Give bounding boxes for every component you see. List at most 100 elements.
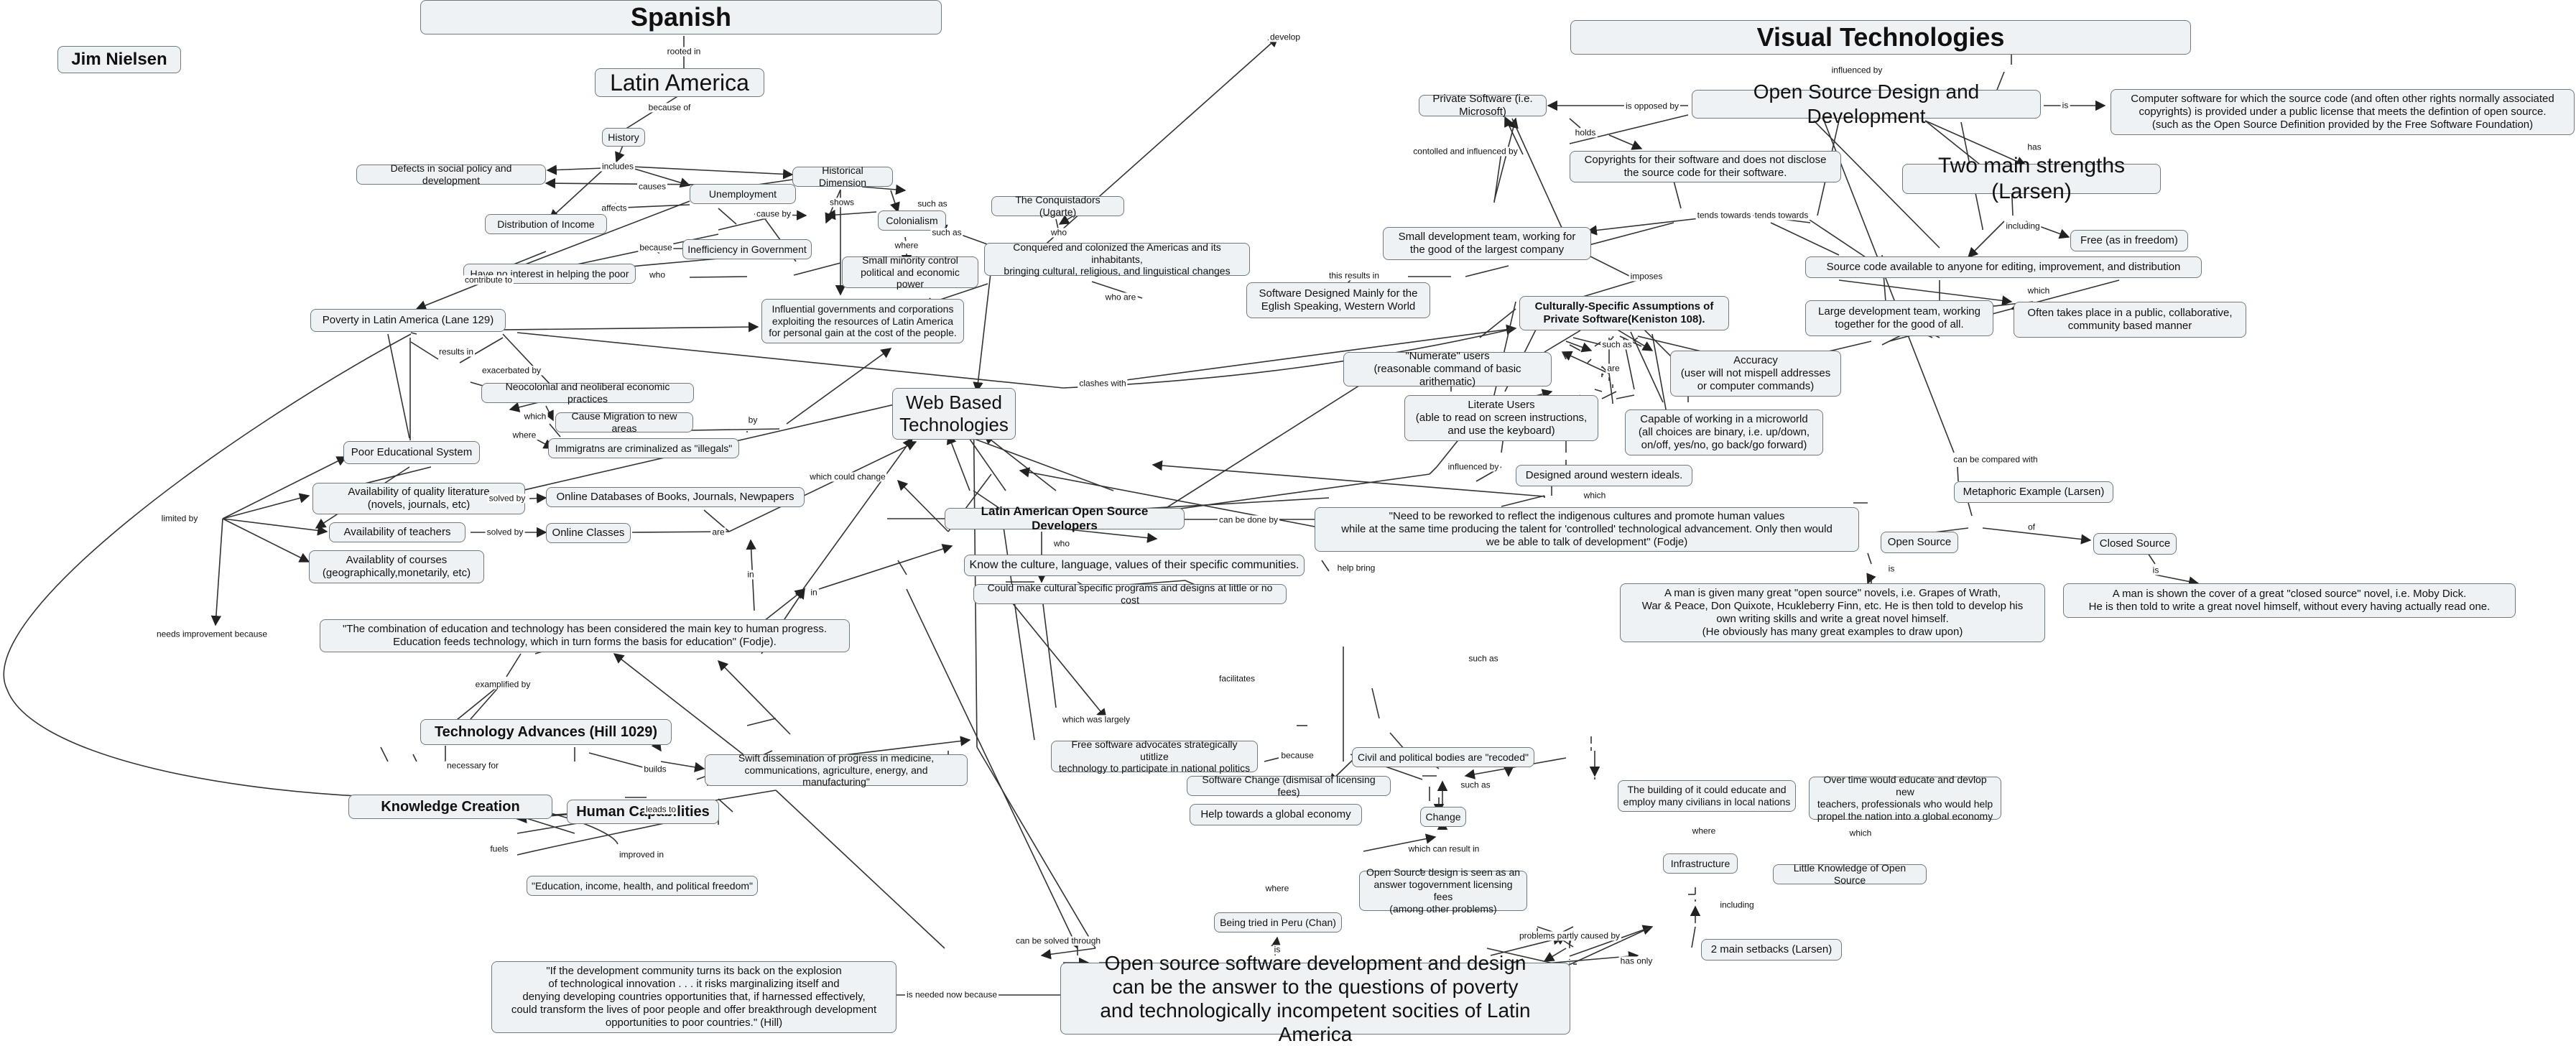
node-free-software-advocates[interactable]: Free software advocates strategically ut… (1051, 739, 1258, 774)
node-private-software[interactable]: Private Software (i.e. Microsoft) (1419, 93, 1547, 118)
node-global-economy[interactable]: Help towards a global economy (1190, 804, 1362, 825)
node-free-freedom[interactable]: Free (as in freedom) (2070, 230, 2188, 251)
label-solved-by-1: solved by (487, 493, 527, 504)
label-results-in: results in (437, 346, 476, 357)
node-poor-education[interactable]: Poor Educational System (343, 441, 480, 464)
node-unemployment[interactable]: Unemployment (690, 184, 796, 204)
label-this-results-in: this results in (1327, 270, 1381, 281)
label-such-as-1: such as (916, 198, 949, 209)
node-swift-dissemination[interactable]: Swift dissemination of progress in medic… (705, 752, 968, 787)
label-clashes-with: clashes with (1078, 378, 1128, 389)
label-builds: builds (642, 764, 668, 774)
node-latin-america[interactable]: Latin America (595, 68, 764, 97)
node-distribution-income[interactable]: Distribution of Income (485, 214, 607, 234)
node-metaphoric-example[interactable]: Metaphoric Example (Larsen) (1954, 481, 2113, 503)
node-sw-english[interactable]: Software Designed Mainly for the Eglish … (1246, 282, 1430, 318)
node-know-culture[interactable]: Know the culture, language, values of th… (964, 555, 1305, 576)
node-conquered[interactable]: Conquered and colonized the Americas and… (984, 241, 1250, 277)
label-which-1: which (522, 411, 548, 422)
node-online-databases[interactable]: Online Databases of Books, Journals, New… (546, 487, 805, 507)
node-history[interactable]: History (602, 128, 645, 147)
node-small-dev-team[interactable]: Small development team, working for the … (1383, 227, 1591, 260)
node-colonialism[interactable]: Colonialism (878, 210, 946, 231)
node-computer-software-definition[interactable]: Computer software for which the source c… (2111, 89, 2575, 135)
label-because-1: because (638, 242, 674, 253)
label-problems-caused: problems partly caused by (1517, 930, 1622, 941)
node-open-source-answer[interactable]: Open source software development and des… (1060, 952, 1570, 1045)
node-online-classes[interactable]: Online Classes (546, 523, 631, 543)
node-large-dev-team[interactable]: Large development team, working together… (1805, 300, 1993, 336)
label-limited-by: limited by (159, 513, 200, 524)
node-literate-users[interactable]: Literate Users (able to read on screen i… (1404, 395, 1598, 441)
node-technology-advances[interactable]: Technology Advances (Hill 1029) (420, 719, 672, 745)
label-where-1: where (893, 240, 920, 251)
node-spanish[interactable]: Spanish (420, 0, 942, 34)
node-man-open-source[interactable]: A man is given many great "open source" … (1620, 583, 2045, 642)
node-conquistadors[interactable]: The Conquistadors (Ugarte) (991, 194, 1124, 218)
node-software-change[interactable]: Software Change (dismisal of licensing f… (1187, 774, 1391, 797)
node-copyrights[interactable]: Copyrights for their software and does n… (1570, 151, 1841, 182)
node-open-source[interactable]: Open Source (1881, 532, 1958, 553)
label-where-3: where (1264, 883, 1291, 894)
node-defects[interactable]: Defects in social policy and development (356, 162, 546, 186)
node-source-code-available[interactable]: Source code available to anyone for edit… (1805, 256, 2202, 278)
node-cultural-assumptions[interactable]: Culturally-Specific Assumptions of Priva… (1519, 296, 1729, 330)
label-fuels: fuels (488, 843, 510, 854)
node-os-answer-licensing[interactable]: Open Source design is seen as an answer … (1359, 866, 1527, 915)
label-where-4: where (1690, 825, 1718, 836)
node-human-capabilities[interactable]: Human Capabilities (567, 800, 719, 824)
node-migration[interactable]: Cause Migration to new areas (555, 410, 693, 434)
node-two-setbacks[interactable]: 2 main setbacks (Larsen) (1701, 939, 1842, 961)
node-civil-political[interactable]: Civil and political bodies are "recoded" (1352, 747, 1534, 767)
node-teachers[interactable]: Availability of teachers (329, 522, 465, 542)
node-often-public[interactable]: Often takes place in a public, collabora… (2014, 302, 2246, 338)
node-visual-technologies[interactable]: Visual Technologies (1570, 20, 2191, 55)
label-such-as-4: such as (1467, 653, 1500, 664)
label-who-2: who (647, 269, 667, 280)
node-accuracy[interactable]: Accuracy (user will not mispell addresse… (1670, 351, 1841, 397)
node-infrastructure[interactable]: Infrastructure (1663, 853, 1738, 874)
label-in-2: in (809, 587, 819, 598)
node-little-knowledge[interactable]: Little Knowledge of Open Source (1773, 862, 1927, 886)
node-western-ideals[interactable]: Designed around western ideals. (1516, 465, 1692, 486)
node-microworld[interactable]: Capable of working in a microworld (all … (1625, 409, 1823, 455)
label-are-1: are (710, 527, 726, 537)
node-building-educate[interactable]: The building of it could educate and emp… (1618, 780, 1796, 812)
label-cause-by: cause by (754, 208, 793, 219)
node-knowledge-creation[interactable]: Knowledge Creation (348, 795, 552, 819)
node-web-based-technologies[interactable]: Web Based Technologies (892, 388, 1016, 440)
node-historical-dimension[interactable]: Historical Dimension (792, 165, 893, 188)
node-immigrants[interactable]: Immigratns are criminalized as "illegals… (548, 438, 739, 458)
label-influenced-by-2: influenced by (1446, 461, 1501, 472)
node-numerate-users[interactable]: "Numerate" users (reasonable command of … (1343, 350, 1552, 388)
node-peru[interactable]: Being tried in Peru (Chan) (1214, 912, 1342, 932)
node-la-open-source-developers[interactable]: Latin American Open Source Developers (945, 504, 1185, 532)
label-holds: holds (1573, 127, 1598, 138)
node-change[interactable]: Change (1420, 807, 1466, 827)
label-are-2: are (1606, 363, 1621, 374)
node-influential-governments[interactable]: Influential governments and corporations… (761, 299, 964, 343)
label-has: has (2026, 142, 2043, 152)
label-who-3: who (1052, 538, 1072, 549)
label-can-be-solved: can be solved through (1014, 935, 1103, 946)
node-inefficiency[interactable]: Inefficiency in Government (682, 239, 812, 259)
node-over-time[interactable]: Over time would educate and devlop new t… (1809, 774, 2001, 822)
node-open-source-design[interactable]: Open Source Design and Development (1692, 80, 2041, 127)
label-is-needed-now: is needed now because (904, 989, 999, 1000)
node-poverty[interactable]: Poverty in Latin America (Lane 129) (310, 309, 506, 332)
node-education-income[interactable]: "Education, income, health, and politica… (527, 876, 758, 896)
label-of: of (2026, 522, 2037, 532)
node-combination-quote[interactable]: "The combination of education and techno… (320, 619, 850, 652)
node-small-minority[interactable]: Small minority control political and eco… (842, 254, 978, 290)
label-rooted-in: rooted in (665, 46, 703, 57)
node-hill-quote[interactable]: "If the development community turns its … (491, 961, 896, 1033)
node-reworked-quote[interactable]: "Need to be reworked to reflect the indi… (1315, 507, 1859, 552)
node-neocolonial[interactable]: Neocolonial and neoliberal economic prac… (481, 381, 694, 404)
node-two-strengths[interactable]: Two main strengths (Larsen) (1902, 154, 2161, 203)
node-closed-source[interactable]: Closed Source (2093, 533, 2177, 555)
node-cultural-programs[interactable]: Could make cultural specific programs an… (973, 582, 1287, 606)
label-such-as-3: such as (1600, 339, 1634, 350)
node-courses[interactable]: Availablity of courses (geographically,m… (309, 550, 484, 583)
node-man-closed-source[interactable]: A man is shown the cover of a great "clo… (2063, 583, 2516, 618)
label-who-are: who are (1103, 292, 1138, 302)
